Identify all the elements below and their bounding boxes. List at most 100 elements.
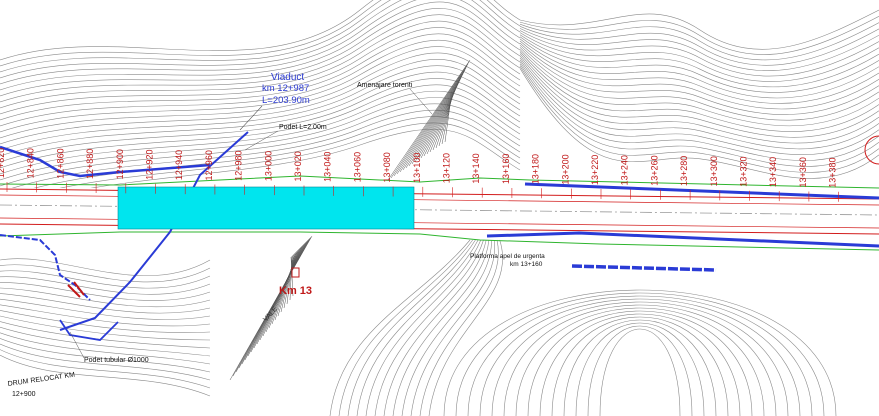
contour-line	[599, 328, 681, 416]
hatch-line	[408, 73, 464, 167]
contour-line	[551, 316, 729, 416]
green-embankment-top	[0, 175, 879, 189]
contour-line	[0, 1, 521, 91]
contour-line	[0, 293, 211, 314]
chainage-label: 12+900	[115, 149, 125, 179]
contour-line	[519, 16, 879, 55]
amenajare-label: Amenajare torenti	[357, 82, 413, 89]
hatch-line	[283, 253, 295, 309]
contour-line	[519, 68, 879, 179]
chainage-label: 13+040	[323, 152, 333, 182]
contour-line	[419, 239, 499, 416]
contour-line	[519, 32, 879, 82]
contour-line	[0, 304, 211, 327]
contour-line	[491, 301, 789, 416]
hatch-line	[396, 65, 468, 175]
contour-line	[0, 343, 211, 381]
contour-line	[467, 295, 813, 416]
viaduct-leader	[239, 105, 263, 131]
contour-line	[0, 0, 521, 85]
drain-right-top	[524, 182, 879, 200]
contour-line	[0, 0, 521, 79]
contour-line	[519, 51, 879, 132]
contour-line	[0, 97, 521, 181]
contour-line	[519, 49, 879, 127]
contour-line	[0, 46, 521, 133]
contour-line	[587, 325, 693, 416]
hatch-line	[393, 63, 469, 177]
chainage-label: 13+140	[471, 153, 481, 183]
contour-line	[539, 313, 741, 416]
contour-line	[455, 292, 825, 416]
contour-line	[519, 44, 879, 115]
chainage-label: 13+020	[293, 151, 303, 181]
contour-line	[0, 116, 521, 199]
hatch-line	[250, 242, 306, 353]
hatch-line	[414, 77, 462, 163]
chainage-label: 13+000	[263, 151, 273, 181]
contour-line	[0, 282, 211, 301]
contour-line	[527, 310, 753, 416]
contour-line	[519, 55, 879, 144]
viaduct-title: Viaduct	[271, 72, 304, 83]
contour-line	[519, 26, 879, 66]
contour-line	[0, 65, 521, 151]
chainage-label: 13+380	[828, 158, 838, 188]
chainage-label: 13+160	[501, 154, 511, 184]
contour-line	[0, 71, 521, 157]
contour-line	[519, 34, 879, 88]
contour-line	[519, 47, 879, 121]
contour-line	[383, 239, 487, 416]
drain-relocated-road	[59, 131, 249, 331]
chainage-label: 13+280	[679, 156, 689, 186]
hatch-line	[444, 97, 452, 143]
drain-right-bottom	[486, 231, 879, 248]
drain-left-top	[0, 145, 211, 178]
hatch-line	[399, 67, 467, 173]
hatch-line	[411, 75, 463, 165]
contour-line	[365, 239, 482, 416]
viaduct-length: L=203.90m	[262, 95, 310, 106]
contour-line	[374, 239, 484, 416]
podet-top-label: Podet L=2.00m	[279, 124, 327, 131]
hatch-line	[271, 249, 299, 325]
chainage-label: 12+880	[85, 149, 95, 179]
contour-line	[347, 239, 476, 416]
contour-line	[0, 8, 521, 97]
contour-line	[410, 239, 495, 416]
relocated-road-arrow	[67, 281, 85, 298]
chainage-label: 13+220	[590, 155, 600, 185]
chainage-label: 12+940	[174, 150, 184, 180]
chainage-label: 12+860	[55, 148, 65, 178]
contour-line	[0, 103, 521, 187]
contour-line	[519, 40, 879, 104]
contour-line	[0, 298, 211, 320]
podet-tubular-leader	[69, 331, 85, 359]
green-embankment-bottom	[0, 231, 879, 251]
contour-line	[443, 289, 837, 416]
survey-circle	[864, 135, 879, 165]
hatch-line	[277, 251, 297, 317]
contour-line	[392, 239, 490, 416]
contour-line	[0, 326, 211, 357]
drain-left-bottom	[0, 234, 91, 301]
chainage-label: 13+340	[768, 157, 778, 187]
contour-line	[0, 0, 521, 73]
contour-line	[0, 338, 211, 373]
contour-line	[0, 27, 521, 115]
drainage-lines	[0, 131, 879, 341]
chainage-label: 13+300	[709, 156, 719, 186]
drain-platform	[571, 264, 717, 272]
hatch-line	[280, 252, 296, 313]
contour-line	[0, 354, 211, 397]
contour-line	[0, 287, 211, 308]
hatch-line	[268, 248, 300, 329]
hatch-line	[289, 255, 293, 301]
chainage-label: 13+100	[412, 153, 422, 183]
chainage-label: 12+960	[204, 150, 214, 180]
contour-line	[519, 63, 879, 167]
chainage-label: 12+920	[145, 149, 155, 179]
platforma-label-1: Platforma apel de urgenta	[470, 253, 545, 260]
chainage-label: 13+180	[531, 154, 541, 184]
